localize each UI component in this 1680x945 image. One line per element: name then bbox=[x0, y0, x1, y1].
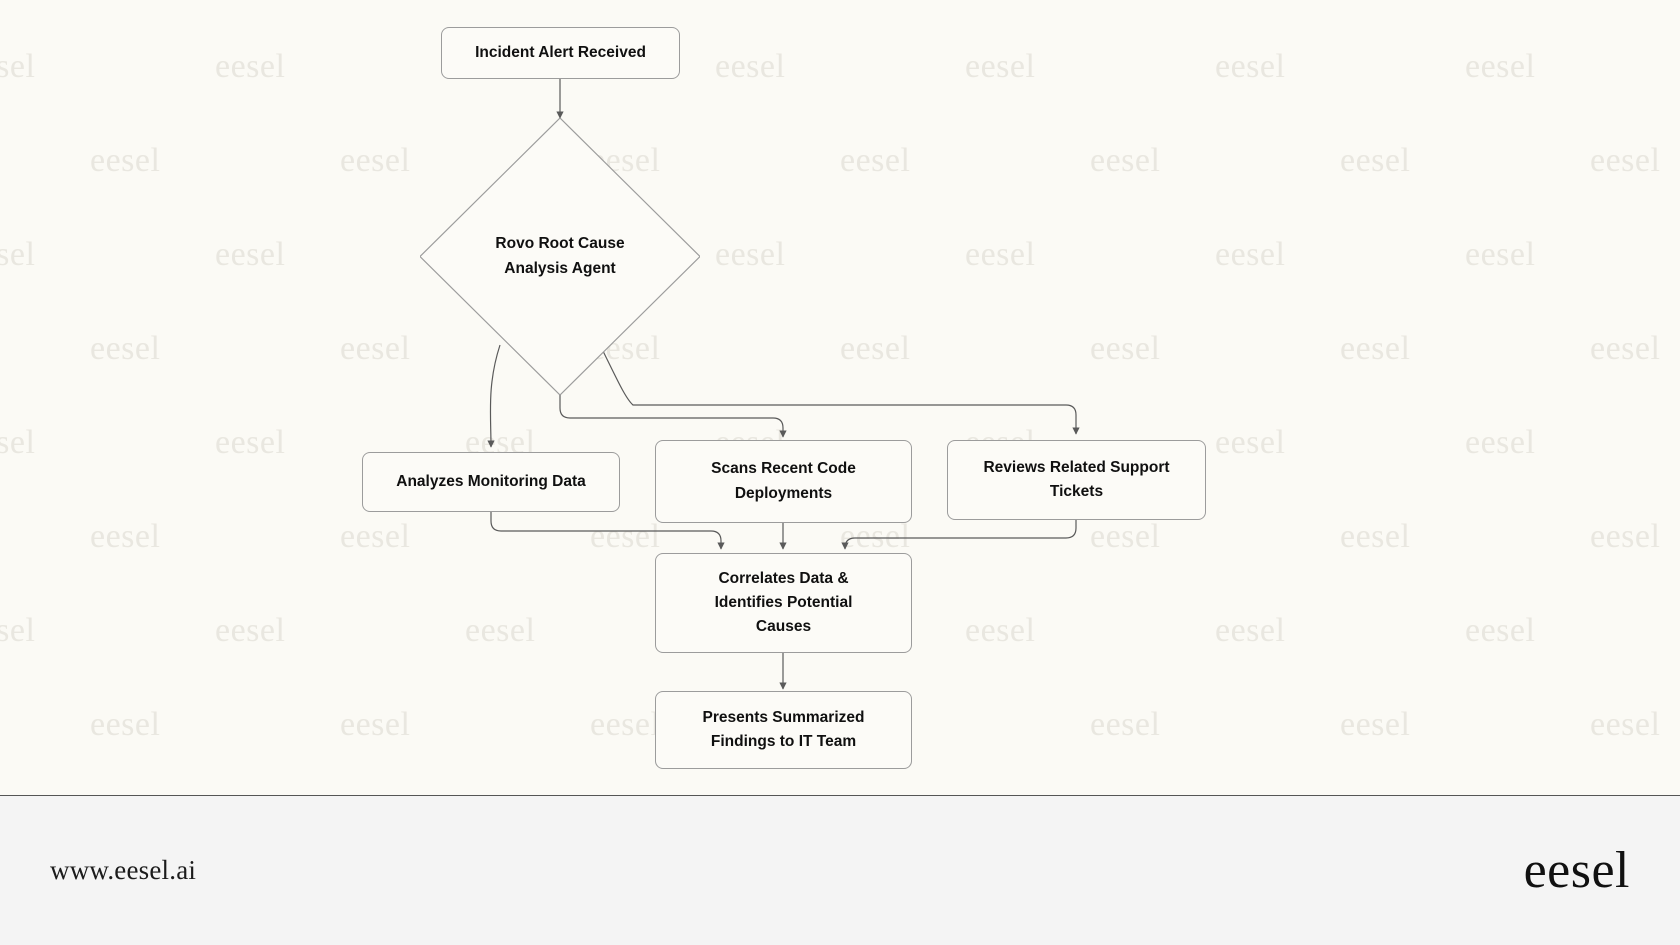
eesel-logo: eesel bbox=[1523, 841, 1630, 899]
flowchart-edges bbox=[487, 79, 1080, 690]
node-label: Presents Summarized Findings to IT Team bbox=[702, 708, 865, 750]
flowchart-canvas: Incident Alert Received Rovo Root Cause … bbox=[362, 27, 1206, 769]
node-correlates-data-identifies-potential-causes[interactable]: Correlates Data & Identifies Potential C… bbox=[655, 553, 912, 653]
footer-bar: www.eesel.ai eesel bbox=[0, 795, 1680, 945]
node-label: Analyzes Monitoring Data bbox=[396, 472, 586, 490]
node-label: Rovo Root Cause Analysis Agent bbox=[495, 235, 625, 277]
node-label: Correlates Data & Identifies Potential C… bbox=[714, 569, 853, 635]
node-rovo-root-cause-analysis-agent[interactable]: Rovo Root Cause Analysis Agent bbox=[420, 118, 700, 395]
node-reviews-related-support-tickets[interactable]: Reviews Related Support Tickets bbox=[947, 440, 1206, 520]
edge-agent-to-deploys bbox=[559, 394, 787, 438]
node-label: Scans Recent Code Deployments bbox=[711, 460, 856, 502]
footer-website-url[interactable]: www.eesel.ai bbox=[50, 855, 197, 885]
node-presents-summarized-findings-to-it-team[interactable]: Presents Summarized Findings to IT Team bbox=[655, 691, 912, 769]
node-label: Reviews Related Support Tickets bbox=[983, 458, 1170, 500]
node-scans-recent-code-deployments[interactable]: Scans Recent Code Deployments bbox=[655, 440, 912, 523]
node-analyzes-monitoring-data[interactable]: Analyzes Monitoring Data bbox=[362, 452, 620, 512]
diamond-shape-icon bbox=[420, 118, 700, 395]
node-label: Incident Alert Received bbox=[475, 43, 646, 61]
node-incident-alert-received[interactable]: Incident Alert Received bbox=[441, 27, 680, 79]
